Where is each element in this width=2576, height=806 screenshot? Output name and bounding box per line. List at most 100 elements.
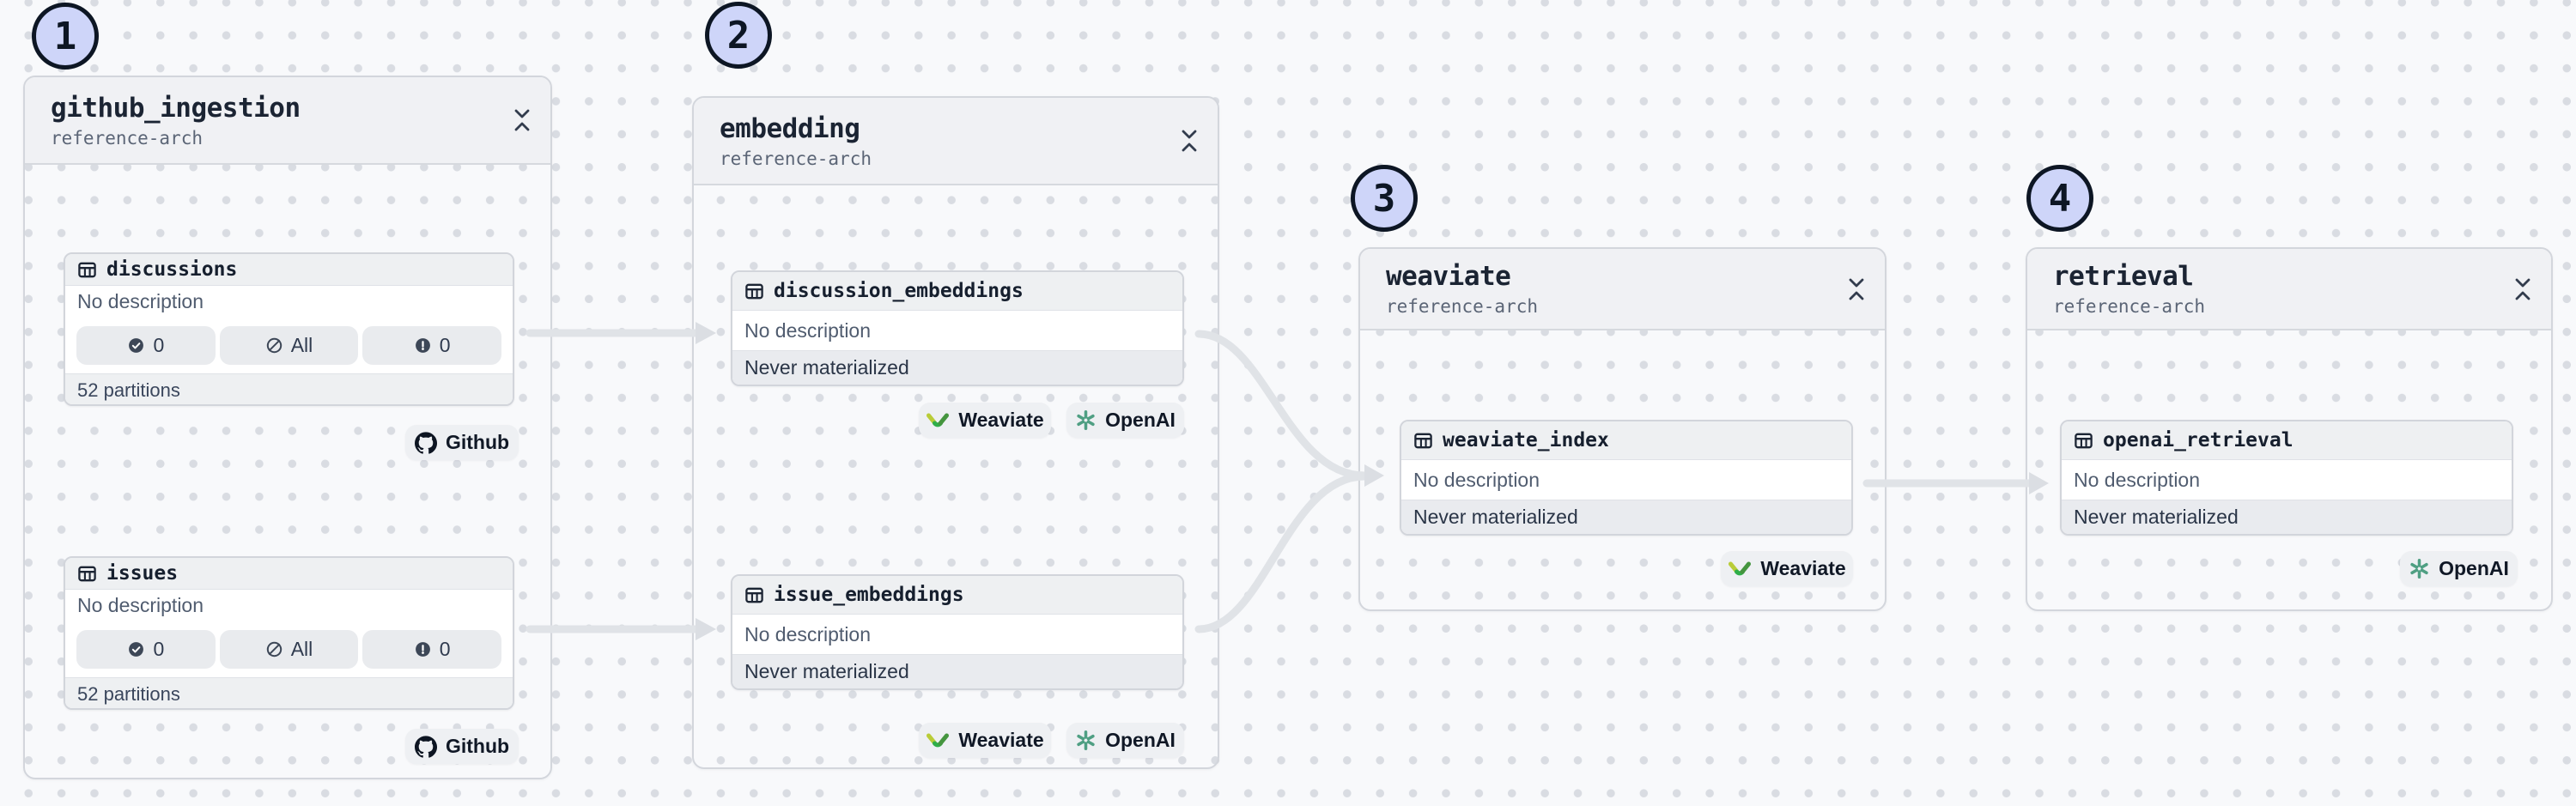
badge-count: 0 (439, 637, 451, 660)
badge-count: 0 (153, 333, 165, 356)
materialization-status: Never materialized (732, 654, 1182, 688)
tag-label: Github (445, 735, 510, 757)
step-marker-2: 2 (705, 2, 772, 69)
checks-passed-badge[interactable]: 0 (76, 629, 216, 669)
collapse-chevrons-icon (513, 106, 532, 134)
group-title: github_ingestion (51, 92, 301, 124)
step-number: 2 (726, 13, 750, 58)
table-icon (744, 585, 764, 605)
collapse-group-button[interactable] (1178, 127, 1200, 155)
compute-kind-tag-openai: OpenAI (1066, 403, 1184, 438)
collapse-chevrons-icon (2513, 276, 2532, 303)
group-header[interactable]: embedding reference-arch (694, 98, 1218, 185)
group-subtitle: reference-arch (1386, 296, 1539, 317)
openai-icon (1075, 730, 1097, 751)
group-header[interactable]: weaviate reference-arch (1360, 249, 1885, 330)
collapse-group-button[interactable] (511, 106, 533, 134)
group-subtitle: reference-arch (720, 148, 872, 169)
badge-count: All (290, 637, 313, 660)
table-icon (77, 564, 97, 584)
partitions-count: 52 partitions (65, 677, 513, 708)
badge-count: 0 (439, 333, 451, 356)
check-circle-icon (127, 336, 145, 355)
asset-description: No description (732, 615, 1182, 654)
tag-label: Weaviate (958, 729, 1044, 751)
asset-group-retrieval: retrieval reference-arch openai_retrieva… (2026, 247, 2553, 611)
group-title: embedding (720, 112, 860, 144)
failed-partitions-badge[interactable]: 0 (362, 629, 502, 669)
asset-name: weaviate_index (1443, 429, 1609, 451)
asset-card-header: discussion_embeddings (732, 272, 1182, 311)
asset-card-weaviate-index[interactable]: weaviate_index No description Never mate… (1400, 420, 1853, 536)
partitions-count: 52 partitions (65, 373, 513, 404)
asset-name: openai_retrieval (2103, 429, 2293, 451)
step-number: 1 (53, 14, 77, 58)
asset-check-badges: 0 All 0 (65, 621, 513, 677)
asset-description: No description (65, 286, 513, 317)
asset-name: issue_embeddings (774, 584, 964, 606)
compute-kind-tag-openai: OpenAI (2400, 551, 2518, 586)
step-marker-1: 1 (32, 3, 99, 70)
weaviate-icon (1728, 561, 1752, 577)
step-number: 4 (2048, 176, 2072, 221)
group-header[interactable]: github_ingestion reference-arch (25, 77, 550, 165)
collapse-group-button[interactable] (2512, 276, 2534, 303)
weaviate-icon (926, 412, 950, 428)
asset-card-discussions[interactable]: discussions No description 0 All 0 52 pa… (64, 252, 514, 406)
alert-circle-icon (414, 640, 432, 658)
table-icon (744, 282, 764, 301)
checks-passed-badge[interactable]: 0 (76, 325, 216, 365)
table-icon (77, 260, 97, 280)
asset-card-header: issues (65, 558, 513, 590)
asset-card-issues[interactable]: issues No description 0 All 0 52 partiti… (64, 556, 514, 710)
asset-group-github-ingestion: github_ingestion reference-arch discussi… (23, 76, 552, 779)
slash-circle-icon (265, 640, 283, 658)
openai-icon (1075, 409, 1097, 431)
missing-partitions-badge[interactable]: All (219, 325, 359, 365)
storage-kind-tag-weaviate: Weaviate (919, 723, 1051, 758)
storage-kind-tag-weaviate: Weaviate (919, 403, 1051, 438)
step-marker-4: 4 (2026, 165, 2093, 232)
asset-card-header: weaviate_index (1401, 421, 1851, 460)
tag-label: OpenAI (2439, 557, 2509, 579)
materialization-status: Never materialized (1401, 500, 1851, 534)
openai-icon (2409, 558, 2430, 579)
step-marker-3: 3 (1351, 165, 1418, 232)
asset-card-discussion-embeddings[interactable]: discussion_embeddings No description Nev… (731, 270, 1184, 386)
asset-description: No description (1401, 460, 1851, 500)
alert-circle-icon (414, 336, 432, 355)
asset-card-openai-retrieval[interactable]: openai_retrieval No description Never ma… (2060, 420, 2513, 536)
group-header[interactable]: retrieval reference-arch (2027, 249, 2551, 330)
asset-name: discussion_embeddings (774, 280, 1024, 302)
slash-circle-icon (265, 336, 283, 355)
asset-name: issues (106, 562, 179, 585)
badge-count: 0 (153, 637, 165, 660)
asset-card-issue-embeddings[interactable]: issue_embeddings No description Never ma… (731, 574, 1184, 690)
group-title: weaviate (1386, 261, 1511, 292)
step-number: 3 (1372, 176, 1396, 221)
missing-partitions-badge[interactable]: All (219, 629, 359, 669)
tag-label: OpenAI (1105, 409, 1176, 431)
compute-kind-tag-openai: OpenAI (1066, 723, 1184, 758)
asset-group-weaviate: weaviate reference-arch weaviate_index N… (1358, 247, 1886, 611)
asset-group-embedding: embedding reference-arch discussion_embe… (692, 96, 1219, 769)
weaviate-icon (926, 732, 950, 748)
group-title: retrieval (2053, 261, 2194, 292)
collapse-chevrons-icon (1847, 276, 1866, 303)
edge-issue-embeddings-to-weaviate-index (1194, 472, 1369, 633)
tag-label: OpenAI (1105, 729, 1176, 751)
storage-kind-tag-weaviate: Weaviate (1721, 551, 1853, 586)
materialization-status: Never materialized (732, 350, 1182, 385)
collapse-group-button[interactable] (1845, 276, 1868, 303)
materialization-status: Never materialized (2062, 500, 2512, 534)
asset-card-header: issue_embeddings (732, 576, 1182, 615)
check-circle-icon (127, 640, 145, 658)
tag-label: Weaviate (1760, 557, 1846, 579)
tag-label: Github (445, 431, 510, 453)
asset-card-header: discussions (65, 254, 513, 286)
compute-kind-tag-github: Github (405, 729, 519, 764)
asset-description: No description (65, 590, 513, 621)
failed-partitions-badge[interactable]: 0 (362, 325, 502, 365)
badge-count: All (290, 333, 313, 356)
table-icon (1413, 431, 1433, 451)
